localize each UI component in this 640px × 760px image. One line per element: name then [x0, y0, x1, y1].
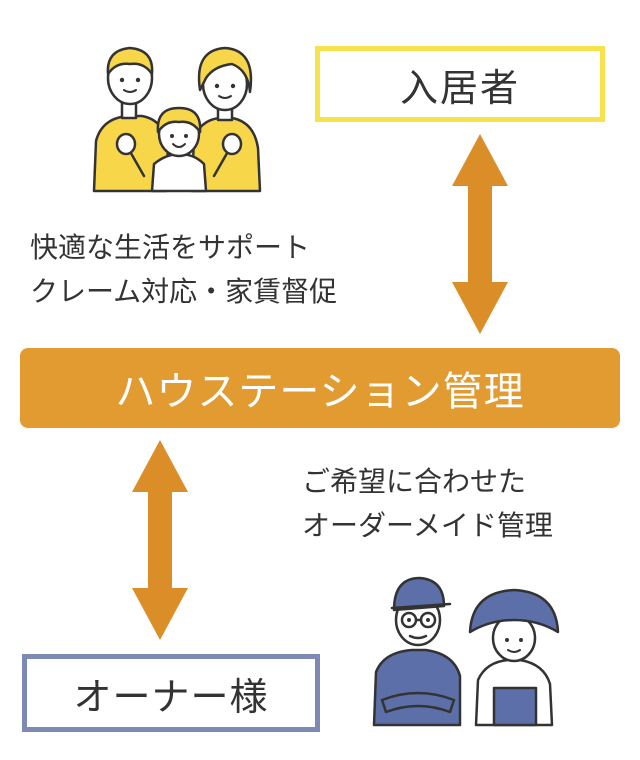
resident-note-line: クレーム対応・家賃督促 [30, 275, 338, 308]
center-management-bar: ハウステーション管理 [20, 348, 620, 428]
owner-service-text: ご希望に合わせた オーダーメイド管理 [302, 460, 553, 548]
elderly-couple-illustration [372, 576, 560, 727]
owner-note-line: ご希望に合わせた [302, 465, 527, 498]
owner-box: オーナー様 [22, 654, 320, 732]
family-illustration [92, 46, 262, 193]
owner-note-line: オーダーメイド管理 [302, 509, 553, 542]
resident-box: 入居者 [315, 46, 605, 122]
center-label: ハウステーション管理 [115, 369, 525, 415]
double-arrow-top [452, 134, 508, 334]
owner-label: オーナー様 [73, 674, 269, 719]
double-arrow-bottom [132, 440, 188, 640]
resident-note-line: 快適な生活をサポート [30, 231, 311, 264]
resident-service-text: 快適な生活をサポート クレーム対応・家賃督促 [30, 226, 337, 314]
resident-label: 入居者 [399, 65, 520, 110]
